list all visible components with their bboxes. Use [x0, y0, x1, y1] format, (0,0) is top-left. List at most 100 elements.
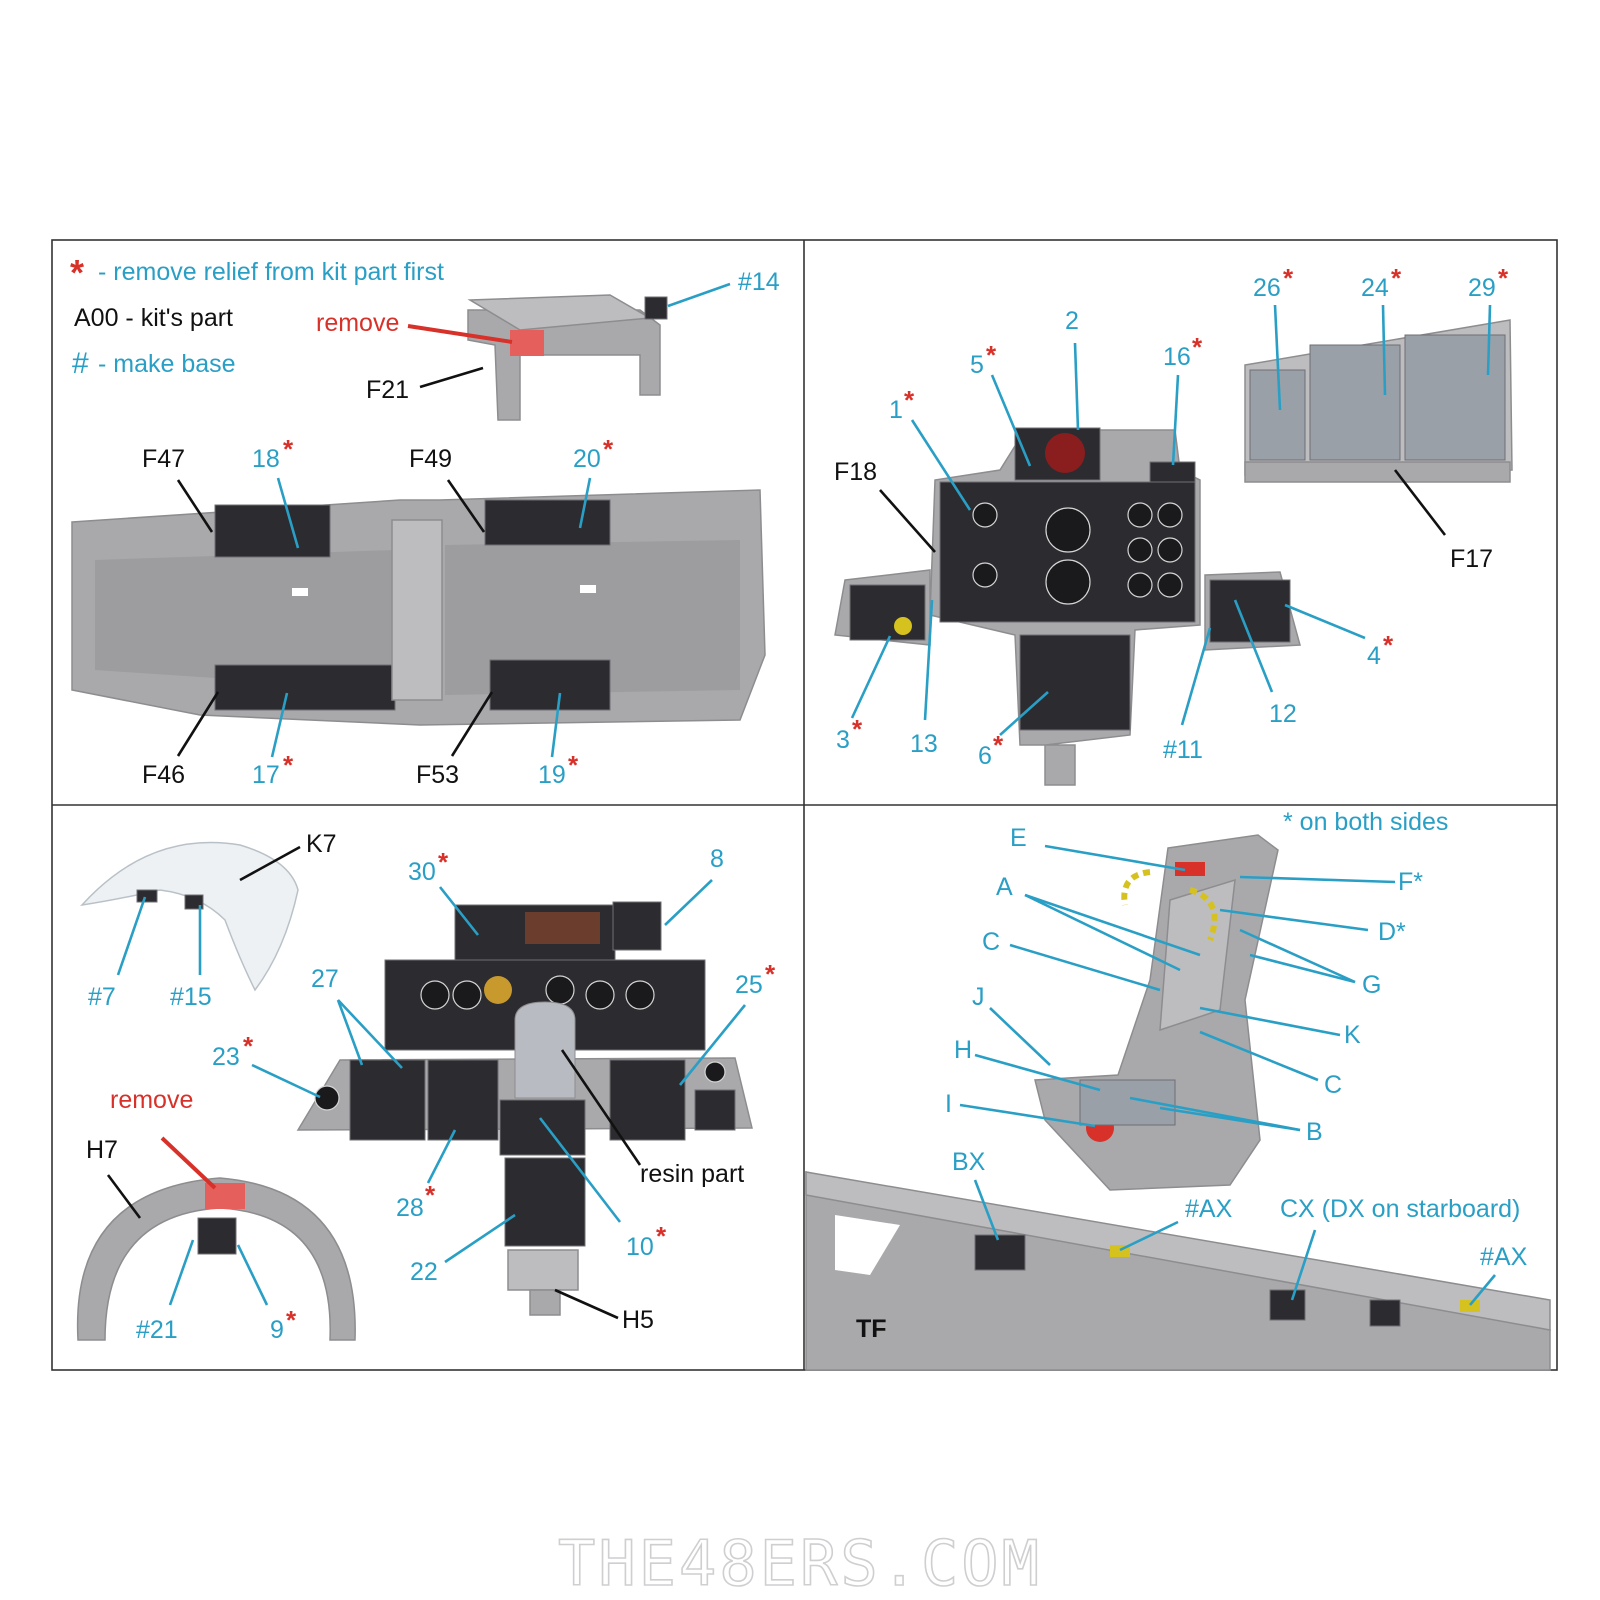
label-f49: F49: [409, 445, 452, 473]
label-27: 27: [311, 965, 339, 993]
label-h7: H7: [86, 1136, 118, 1164]
leader-e: [1044, 844, 1186, 872]
leader-f21: [419, 366, 484, 389]
star-18: *: [283, 434, 294, 464]
legend-hash-symbol: #: [72, 347, 89, 380]
label-17: 17: [252, 761, 280, 789]
leader-f: [1239, 875, 1396, 884]
label-13: 13: [910, 730, 938, 758]
label-e: E: [1010, 824, 1027, 852]
legend-star-text: - remove relief from kit part first: [98, 258, 444, 286]
star-17: *: [283, 750, 294, 780]
label-f17: F17: [1450, 545, 1493, 573]
leader-a1: [1024, 893, 1181, 972]
legend-star-symbol: *: [70, 252, 84, 293]
panel-ejection-seat: * on both sides E F* A D* C G J K H: [805, 808, 1551, 1371]
star-19: *: [568, 750, 579, 780]
label-f18: F18: [834, 458, 877, 486]
label-19: 19: [538, 761, 566, 789]
label-ax2: #AX: [1480, 1243, 1528, 1271]
leader-17: [270, 692, 289, 758]
part-k7-render: [80, 841, 299, 992]
seat-render: [1034, 834, 1279, 1191]
label-g: G: [1362, 971, 1381, 999]
label-8: 8: [710, 845, 724, 873]
label-15: #15: [170, 983, 212, 1011]
label-12: 12: [1269, 700, 1297, 728]
label-24: 24: [1361, 274, 1389, 302]
star-10: *: [656, 1221, 667, 1251]
label-4: 4: [1367, 642, 1381, 670]
star-26: *: [1283, 263, 1294, 293]
label-j: J: [972, 983, 985, 1011]
label-23: 23: [212, 1043, 240, 1071]
leader-27a: [336, 999, 364, 1066]
label-f: F*: [1398, 868, 1423, 896]
star-16: *: [1192, 332, 1203, 362]
label-11: #11: [1163, 736, 1203, 764]
leader-f49: [446, 479, 486, 533]
legend-hash-text: - make base: [98, 350, 236, 378]
part-f17-render: [1244, 319, 1513, 483]
label-14: #14: [738, 268, 780, 296]
leader-6: [999, 691, 1049, 736]
remove-pointer-h7: [160, 1136, 217, 1190]
star-4: *: [1383, 630, 1394, 660]
label-tf: TF: [856, 1315, 887, 1343]
label-21: #21: [136, 1316, 178, 1344]
leader-16: [1171, 374, 1180, 466]
label-i: I: [945, 1090, 952, 1118]
label-c1: C: [982, 928, 1000, 956]
leader-20: [578, 477, 592, 529]
leader-resin-part: [560, 1049, 642, 1166]
leader-cx: [1290, 1229, 1317, 1301]
leader-11: [1180, 627, 1212, 726]
star-25: *: [765, 959, 776, 989]
leader-i: [959, 1103, 1096, 1128]
label-30: 30: [408, 858, 436, 886]
label-3: 3: [836, 726, 850, 754]
leader-f18: [879, 489, 936, 553]
label-9: 9: [270, 1316, 284, 1344]
star-9: *: [286, 1305, 297, 1335]
remove-label-h7: remove: [110, 1086, 193, 1114]
leader-5: [990, 374, 1032, 467]
panel-side-consoles: * - remove relief from kit part first A0…: [70, 252, 780, 789]
leader-19: [550, 692, 562, 758]
label-5: 5: [970, 351, 984, 379]
leader-29: [1486, 304, 1492, 376]
label-1: 1: [889, 396, 903, 424]
note-both-sides: * on both sides: [1283, 808, 1448, 836]
leader-26: [1273, 304, 1282, 411]
leader-2: [1073, 342, 1080, 431]
label-25: 25: [735, 971, 763, 999]
watermark: THE48ERS.COM: [558, 1527, 1042, 1600]
leader-g2: [1249, 953, 1356, 984]
label-b: B: [1306, 1118, 1323, 1146]
label-h: H: [954, 1036, 972, 1064]
leader-3: [850, 635, 892, 719]
leader-4: [1284, 603, 1366, 640]
rear-panel-render: [296, 901, 753, 1316]
leader-f47: [176, 479, 214, 533]
label-resin-part: resin part: [640, 1160, 744, 1188]
label-28: 28: [396, 1194, 424, 1222]
label-6: 6: [978, 742, 992, 770]
leader-10: [538, 1117, 622, 1223]
leader-j: [989, 1007, 1051, 1066]
leader-d: [1219, 908, 1369, 932]
label-bx: BX: [952, 1148, 986, 1176]
cockpit-tub-render: [71, 489, 766, 726]
leader-12: [1233, 599, 1274, 693]
panel-rear-cockpit: K7 #7 #15 remove H7 #21 9 *: [76, 830, 776, 1344]
leader-bx: [973, 1179, 1000, 1241]
label-f47: F47: [142, 445, 185, 473]
star-28: *: [425, 1180, 436, 1210]
leader-h5: [554, 1288, 619, 1320]
star-30: *: [438, 847, 449, 877]
leader-14: [667, 282, 731, 308]
label-18: 18: [252, 445, 280, 473]
main-panel-render: [834, 427, 1301, 786]
leader-1: [910, 419, 972, 511]
